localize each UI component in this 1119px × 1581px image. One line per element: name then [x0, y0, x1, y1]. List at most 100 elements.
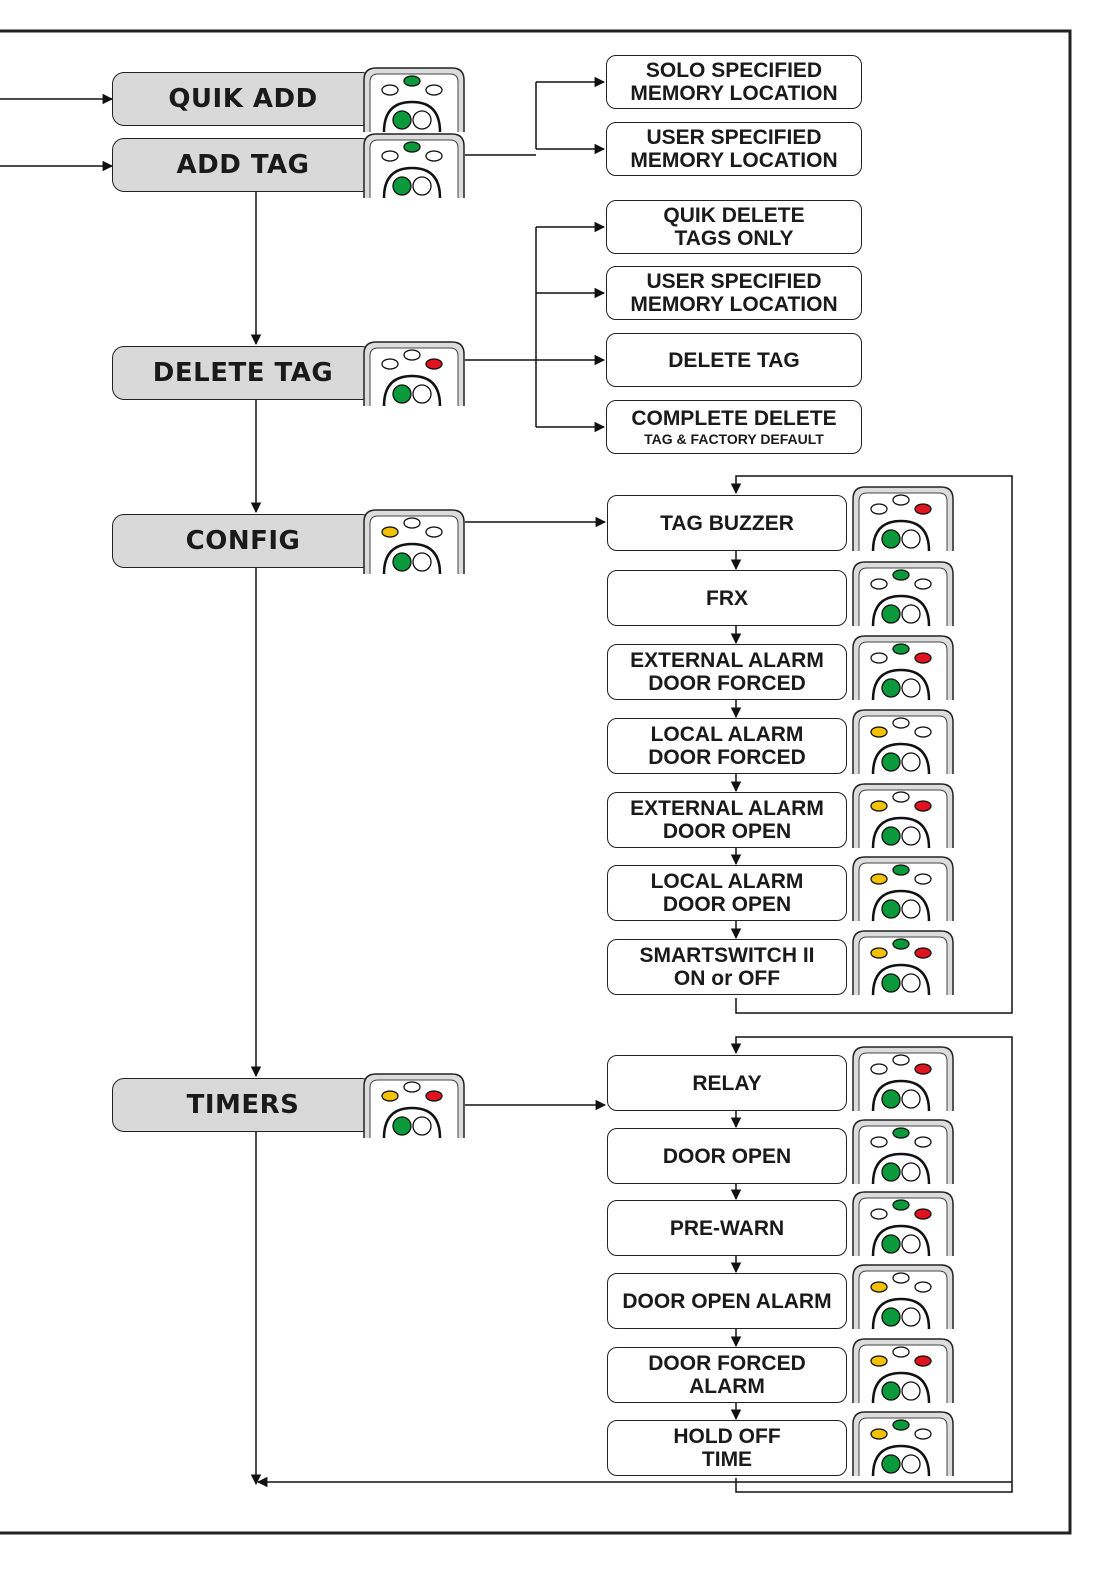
center-led-green [892, 1199, 910, 1211]
center-led-green [892, 1419, 910, 1431]
center-led-off [403, 349, 421, 361]
option-label-line2: TAGS ONLY [674, 227, 794, 250]
reader-icon-timers-4 [852, 1338, 954, 1403]
right-led-red [914, 1355, 932, 1367]
left-led-yellow [870, 1355, 888, 1367]
center-led-off [892, 1272, 910, 1284]
reader-icon-quik-add [363, 67, 465, 132]
left-led-yellow [870, 947, 888, 959]
left-led-off [870, 652, 888, 664]
option-label-line1: QUIK DELETE [663, 204, 805, 227]
menu-quik-add[interactable]: QUIK ADD [112, 72, 374, 126]
right-led-off [914, 726, 932, 738]
timers-option-door-open[interactable]: DOOR OPEN [607, 1128, 847, 1184]
menu-delete-tag[interactable]: DELETE TAG [112, 346, 374, 400]
reader-icon-timers-0 [852, 1046, 954, 1111]
reader-icon-add-tag [363, 133, 465, 198]
status-led [392, 176, 412, 196]
config-loop-line [730, 475, 1013, 1014]
center-led-green [892, 864, 910, 876]
option-label-line2: MEMORY LOCATION [630, 149, 838, 172]
status-led [392, 110, 412, 130]
right-led-red [914, 1063, 932, 1075]
config-option-tag-buzzer[interactable]: TAG BUZZER [607, 495, 847, 551]
left-led-yellow [381, 526, 399, 538]
status-led [881, 1089, 901, 1109]
option-label-line1: RELAY [692, 1071, 762, 1095]
status-led [881, 826, 901, 846]
option-label-line1: DOOR FORCED [648, 1352, 806, 1375]
right-led-red [425, 1090, 443, 1102]
center-led-off [403, 1081, 421, 1093]
left-led-yellow [870, 800, 888, 812]
center-led-green [403, 141, 421, 153]
left-led-off [870, 1136, 888, 1148]
left-led-yellow [870, 873, 888, 885]
option-label-line1: DELETE TAG [668, 348, 800, 372]
option-label-line2: MEMORY LOCATION [630, 82, 838, 105]
reader-icon-timers-1 [852, 1119, 954, 1184]
option-label-line2: DOOR OPEN [662, 893, 792, 916]
center-led-green [892, 1127, 910, 1139]
reader-icon-timers [363, 1073, 465, 1138]
right-led-red [914, 1208, 932, 1220]
delete_tag-option-delete-tag[interactable]: DELETE TAG [606, 333, 862, 387]
status-led [881, 529, 901, 549]
status-led [881, 678, 901, 698]
reader-icon-config-4 [852, 783, 954, 848]
left-led-off [381, 150, 399, 162]
status-led [392, 552, 412, 572]
left-led-off [381, 84, 399, 96]
right-led-off [425, 526, 443, 538]
menu-timers[interactable]: TIMERS [112, 1078, 374, 1132]
right-led-red [425, 358, 443, 370]
option-label-line1: SOLO SPECIFIED [645, 59, 823, 82]
timers-option-relay[interactable]: RELAY [607, 1055, 847, 1111]
outer-border [0, 29, 1072, 1535]
center-led-off [892, 494, 910, 506]
right-led-off [914, 1428, 932, 1440]
center-led-green [892, 569, 910, 581]
option-label-line2: DOOR FORCED [648, 672, 806, 695]
timers-option-door-open-alarm[interactable]: DOOR OPEN ALARM [607, 1273, 847, 1329]
status-led [881, 752, 901, 772]
timers-option-pre-warn[interactable]: PRE-WARN [607, 1200, 847, 1256]
status-led [392, 384, 412, 404]
center-led-green [892, 643, 910, 655]
right-led-off [914, 1281, 932, 1293]
menu-config[interactable]: CONFIG [112, 514, 374, 568]
right-led-off [914, 1136, 932, 1148]
option-label-line1: DOOR OPEN [662, 1144, 792, 1168]
reader-icon-config-3 [852, 709, 954, 774]
reader-icon-delete-tag [363, 341, 465, 406]
right-led-red [914, 800, 932, 812]
config-option-frx[interactable]: FRX [607, 570, 847, 626]
option-label-line1: HOLD OFF [673, 1425, 781, 1448]
reader-icon-config-6 [852, 930, 954, 995]
center-led-green [403, 75, 421, 87]
left-led-off [381, 358, 399, 370]
status-led [881, 1234, 901, 1254]
option-label-line2: ON or OFF [673, 967, 781, 990]
option-label-line1: EXTERNAL ALARM [630, 797, 824, 820]
right-led-off [914, 578, 932, 590]
left-led-off [870, 1208, 888, 1220]
reader-icon-config-5 [852, 856, 954, 921]
status-led [392, 1116, 412, 1136]
status-led [881, 604, 901, 624]
option-label-line1: LOCAL ALARM [650, 723, 804, 746]
right-led-off [914, 873, 932, 885]
menu-add-tag[interactable]: ADD TAG [112, 138, 374, 192]
